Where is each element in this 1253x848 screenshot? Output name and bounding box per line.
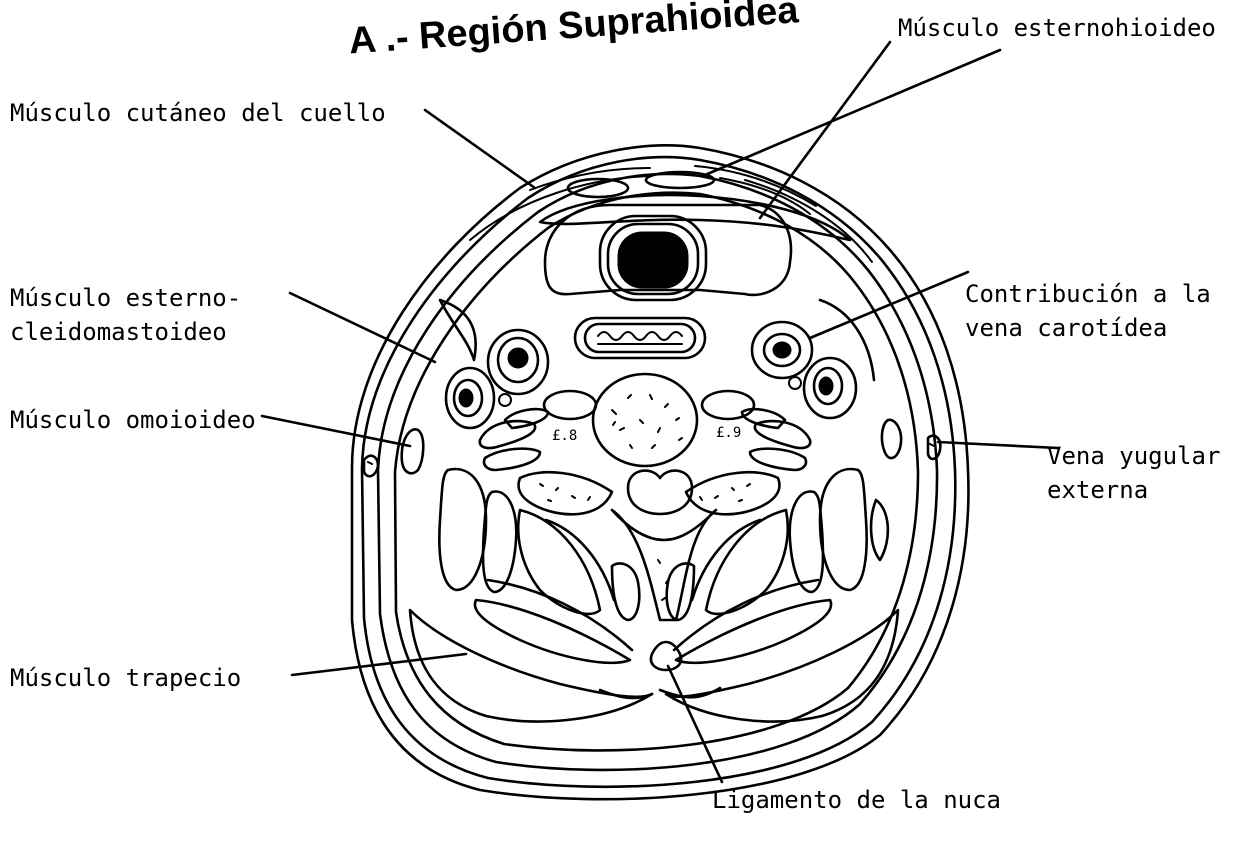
label-ligamento-nuca: Ligamento de la nuca — [712, 786, 1001, 814]
leader-esternocleido — [290, 293, 435, 362]
leader-cutaneo — [425, 110, 535, 188]
label-musculo-cutaneo: Músculo cutáneo del cuello — [10, 99, 386, 127]
leader-trapecio — [292, 654, 466, 675]
label-contribucion-line1: Contribución a la — [965, 280, 1211, 308]
label-musculo-esterno-line1: Músculo esterno- — [10, 284, 241, 312]
leader-lines — [262, 42, 1058, 782]
leader-omoioideo — [262, 416, 410, 446]
label-contribucion-line2: vena carotídea — [965, 314, 1167, 342]
leader-esternohioideo-1 — [705, 50, 1000, 175]
label-vena-yugular-line1: Vena yugular — [1047, 442, 1220, 470]
lateral-structures — [364, 300, 940, 476]
label-musculo-esterno-line2: cleidomastoideo — [10, 318, 227, 346]
esophagus — [575, 318, 705, 358]
label-musculo-esternohioideo: Músculo esternohioideo — [898, 14, 1216, 42]
vertebral-body: £.8 £.9 — [544, 374, 754, 466]
leader-esternohioideo-2 — [760, 42, 890, 218]
left-carotid-sheath — [446, 330, 548, 428]
leader-yugular — [938, 442, 1058, 448]
label-musculo-trapecio: Músculo trapecio — [10, 664, 241, 692]
vertebral-laminae — [519, 472, 780, 620]
spinal-cord — [628, 471, 692, 514]
svg-text:£.8: £.8 — [552, 428, 577, 444]
diagram-title: A .- Región Suprahioidea — [347, 0, 800, 63]
svg-text:£.9: £.9 — [716, 425, 741, 441]
prevertebral-muscles — [480, 409, 811, 470]
label-musculo-omoioideo: Músculo omoioideo — [10, 406, 256, 434]
label-vena-yugular-line2: externa — [1047, 476, 1148, 504]
right-carotid-sheath — [752, 322, 856, 418]
